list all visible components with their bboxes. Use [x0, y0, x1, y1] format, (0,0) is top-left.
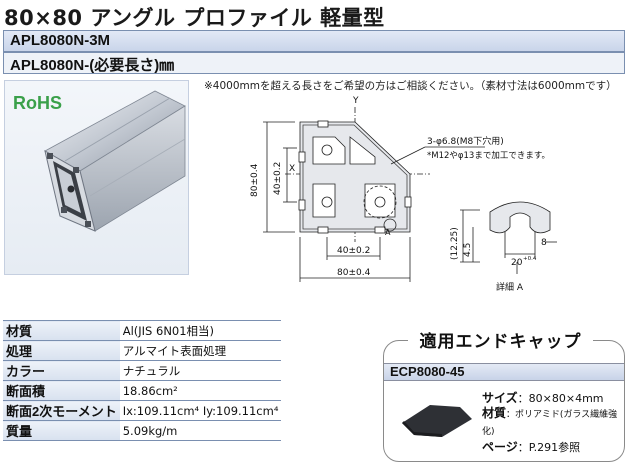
- spec-value: Al(JIS 6N01相当): [119, 320, 282, 341]
- dim-8: 8: [541, 238, 547, 248]
- dim-40-horizontal: 40±0.2: [337, 246, 370, 256]
- endcap-title: 適用エンドキャップ: [408, 332, 593, 354]
- spec-table: 材質 Al(JIS 6N01相当) 処理 アルマイト表面処理 カラー ナチュラル…: [3, 320, 282, 441]
- spec-value: ナチュラル: [119, 360, 282, 381]
- page-title: 80×80 アングル プロファイル 軽量型: [4, 6, 385, 30]
- axis-y-label: Y: [352, 96, 359, 106]
- detail-label: 詳細 A: [496, 281, 524, 293]
- dim-4-5: 4.5: [463, 243, 473, 257]
- length-note: ※4000mmを超える長さをご希望の方はご相談ください。（素材寸法は6000mm…: [204, 80, 617, 92]
- endcap-page-label: ページ: [482, 440, 518, 454]
- endcap-image: [402, 405, 472, 437]
- endcap-size-label: サイズ: [482, 391, 518, 405]
- part-code-standard: APL8080N-3M: [3, 30, 625, 52]
- dim-20: 20: [511, 258, 523, 268]
- spec-label: 材質: [3, 320, 120, 341]
- dim-80-vertical: 80±0.4: [250, 163, 260, 197]
- spec-value: 5.09kg/m: [119, 420, 282, 441]
- endcap-page-value: ：P.291参照: [517, 441, 581, 454]
- spec-value: Ix:109.11cm⁴ Iy:109.11cm⁴: [119, 400, 282, 421]
- endcap-panel: ECP8080-45 サイズ：80×80×4mm 材質：ポリアミド(ガラス繊維強…: [383, 340, 625, 462]
- spec-label: 質量: [3, 420, 120, 441]
- spec-label: 断面2次モーメント: [3, 400, 120, 421]
- spec-label: 断面積: [3, 380, 120, 401]
- spec-value: アルマイト表面処理: [119, 340, 282, 361]
- spec-label: カラー: [3, 360, 120, 381]
- spec-label: 処理: [3, 340, 120, 361]
- hole-note: 3-φ6.8(M8下穴用): [427, 135, 504, 147]
- cross-section-drawing: Y X 80±0.4 40±0.2 40±0.2 80±0.4 3-φ6.8(M…: [250, 96, 557, 293]
- dim-80-horizontal: 80±0.4: [337, 268, 371, 278]
- spec-row-color: カラー ナチュラル: [3, 360, 282, 381]
- dim-20-tol: +0.4: [523, 256, 537, 262]
- dim-12-25: (12.25): [450, 227, 460, 260]
- spec-row-moment: 断面2次モーメント Ix:109.11cm⁴ Iy:109.11cm⁴: [3, 400, 282, 421]
- endcap-material-value: ：ポリアミド(ガラス繊維強化): [482, 410, 618, 437]
- endcap-code: ECP8080-45: [384, 363, 624, 381]
- rohs-mark: RoHS: [13, 93, 62, 113]
- product-photo: RoHS: [4, 80, 189, 275]
- detail-marker: A: [385, 228, 391, 237]
- spec-row-material: 材質 Al(JIS 6N01相当): [3, 320, 282, 341]
- hole-note-2: *M12やφ13まで加工できます。: [427, 150, 550, 161]
- dim-40-vertical: 40±0.2: [273, 162, 283, 195]
- spec-row-mass: 質量 5.09kg/m: [3, 420, 282, 441]
- endcap-material-label: 材質: [482, 406, 507, 420]
- spec-row-area: 断面積 18.86cm²: [3, 380, 282, 401]
- endcap-info: サイズ：80×80×4mm 材質：ポリアミド(ガラス繊維強化) ページ：P.29…: [482, 391, 624, 455]
- spec-row-treatment: 処理 アルマイト表面処理: [3, 340, 282, 361]
- axis-x-label: X: [289, 164, 295, 174]
- spec-value: 18.86cm²: [119, 380, 282, 401]
- part-code-custom: APL8080N-(必要長さ)㎜: [3, 52, 625, 74]
- endcap-size-value: ：80×80×4mm: [517, 392, 604, 405]
